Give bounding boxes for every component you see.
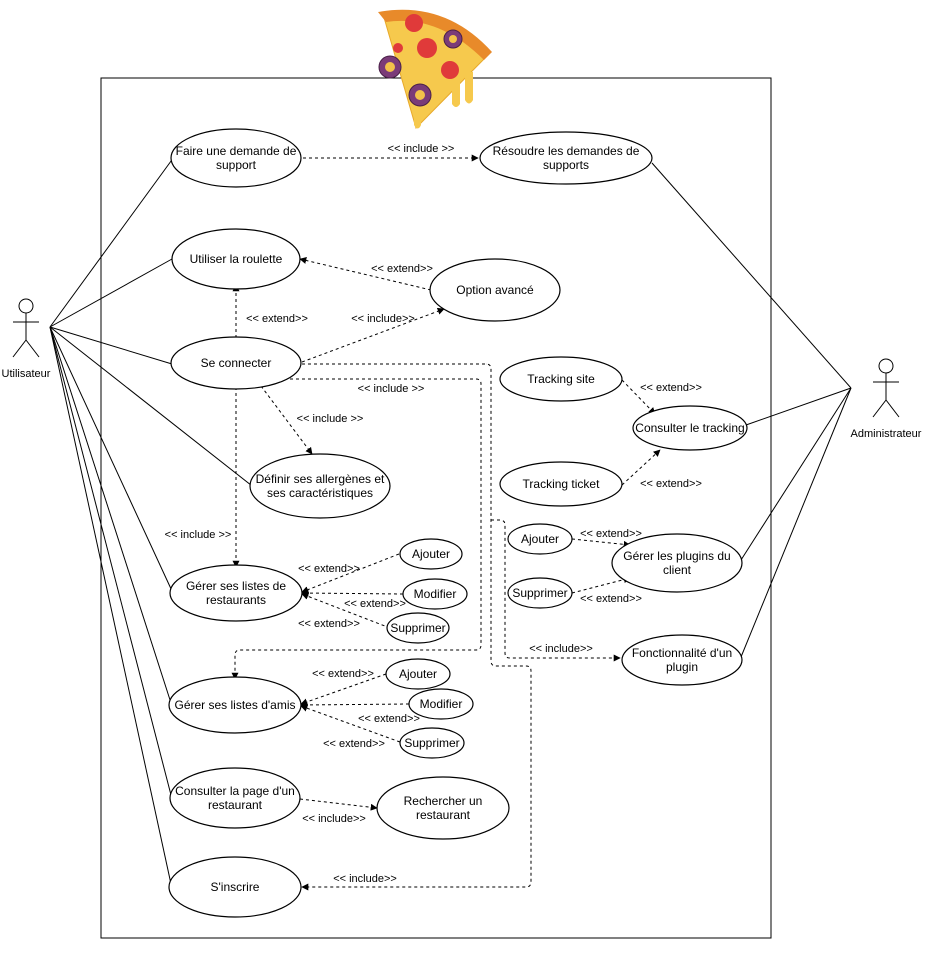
use-case-label: Tracking site: [527, 372, 595, 386]
use-case-roulette: Utiliser la roulette: [171, 228, 301, 290]
svg-text:<< extend>>: << extend>>: [323, 738, 385, 750]
use-case-label: restaurants: [206, 593, 266, 607]
use-case-label: Gérer ses listes de: [186, 579, 286, 593]
use-case-label: ses caractéristiques: [267, 486, 373, 500]
use-case-label: Fonctionnalité d'un: [632, 646, 732, 660]
use-case-ajouter-r: Ajouter: [399, 538, 463, 570]
use-case-label: restaurant: [416, 808, 471, 822]
actor-utilisateur: [12, 298, 40, 358]
use-case-label: support: [216, 158, 257, 172]
use-case-label: Modifier: [420, 697, 463, 711]
use-case-se-connecter: Se connecter: [170, 336, 302, 390]
user-associations: [49, 156, 257, 885]
use-case-ajouter-p: Ajouter: [507, 523, 573, 555]
use-case-supprimer-a: Supprimer: [399, 727, 465, 759]
use-case-label: Gérer ses listes d'amis: [175, 698, 296, 712]
svg-text:<< extend>>: << extend>>: [580, 528, 642, 540]
use-case-label: Faire une demande de: [176, 144, 297, 158]
use-case-label: Ajouter: [521, 532, 559, 546]
use-case-listes-amis: Gérer ses listes d'amis: [168, 676, 302, 734]
svg-text:<< extend>>: << extend>>: [298, 563, 360, 575]
use-case-label: client: [663, 563, 692, 577]
svg-text:<< extend>>: << extend>>: [246, 313, 308, 325]
use-case-supprimer-p: Supprimer: [507, 577, 573, 609]
use-case-label: Supprimer: [390, 621, 445, 635]
use-case-label: Gérer les plugins du: [623, 549, 730, 563]
use-case-label: restaurant: [208, 798, 263, 812]
use-case-inscrire: S'inscrire: [168, 856, 302, 918]
use-case-label: supports: [543, 158, 589, 172]
svg-text:<< extend>>: << extend>>: [344, 598, 406, 610]
use-case-label: Ajouter: [399, 667, 437, 681]
use-case-label: Option avancé: [456, 283, 534, 297]
svg-text:<< extend>>: << extend>>: [640, 478, 702, 490]
use-case-label: Rechercher un: [404, 794, 483, 808]
use-case-label: Se connecter: [201, 356, 272, 370]
actor-utilisateur-label: Utilisateur: [2, 368, 51, 380]
svg-text:<< include>>: << include>>: [333, 873, 397, 885]
pizza-logo: [378, 9, 492, 129]
use-case-tracking-ticket: Tracking ticket: [499, 461, 623, 507]
use-case-label: plugin: [666, 660, 698, 674]
use-case-label: Tracking ticket: [523, 477, 601, 491]
admin-associations: [651, 162, 852, 658]
svg-text:<< include >>: << include >>: [297, 413, 364, 425]
use-case-label: Définir ses allergènes et: [256, 472, 385, 486]
use-case-label: Consulter le tracking: [635, 421, 744, 435]
svg-text:<< extend>>: << extend>>: [358, 713, 420, 725]
use-case-label: Supprimer: [512, 586, 567, 600]
use-case-modifier-r: Modifier: [402, 578, 468, 610]
svg-text:<< include>>: << include>>: [529, 643, 593, 655]
use-case-label: Consulter la page d'un: [175, 784, 295, 798]
use-case-supprimer-r: Supprimer: [386, 612, 450, 644]
svg-text:<< extend>>: << extend>>: [371, 263, 433, 275]
svg-text:<< include>>: << include>>: [351, 313, 415, 325]
svg-text:<< include>>: << include>>: [302, 813, 366, 825]
actor-administrateur-label: Administrateur: [851, 428, 922, 440]
use-case-label: Modifier: [414, 587, 457, 601]
use-case-label: Ajouter: [412, 547, 450, 561]
svg-text:<< extend>>: << extend>>: [640, 382, 702, 394]
svg-text:<< include >>: << include >>: [388, 143, 455, 155]
actor-administrateur: [872, 358, 900, 418]
svg-text:<< extend>>: << extend>>: [312, 668, 374, 680]
use-case-label: Supprimer: [404, 736, 459, 750]
use-case-label: Résoudre les demandes de: [493, 144, 640, 158]
use-case-ajouter-a: Ajouter: [385, 658, 451, 690]
use-case-consulter-tracking: Consulter le tracking: [632, 405, 748, 451]
svg-text:<< extend>>: << extend>>: [580, 593, 642, 605]
use-case-option-avance: Option avancé: [429, 258, 561, 322]
svg-text:<< include >>: << include >>: [358, 383, 425, 395]
use-case-label: S'inscrire: [211, 880, 260, 894]
svg-text:<< extend>>: << extend>>: [298, 618, 360, 630]
use-case-label: Utiliser la roulette: [190, 252, 283, 266]
relationships: << include >> << extend>> << include>> <…: [165, 143, 702, 891]
svg-text:<< include >>: << include >>: [165, 529, 232, 541]
use-case-modifier-a: Modifier: [408, 688, 474, 720]
use-case-tracking-site: Tracking site: [499, 356, 623, 402]
